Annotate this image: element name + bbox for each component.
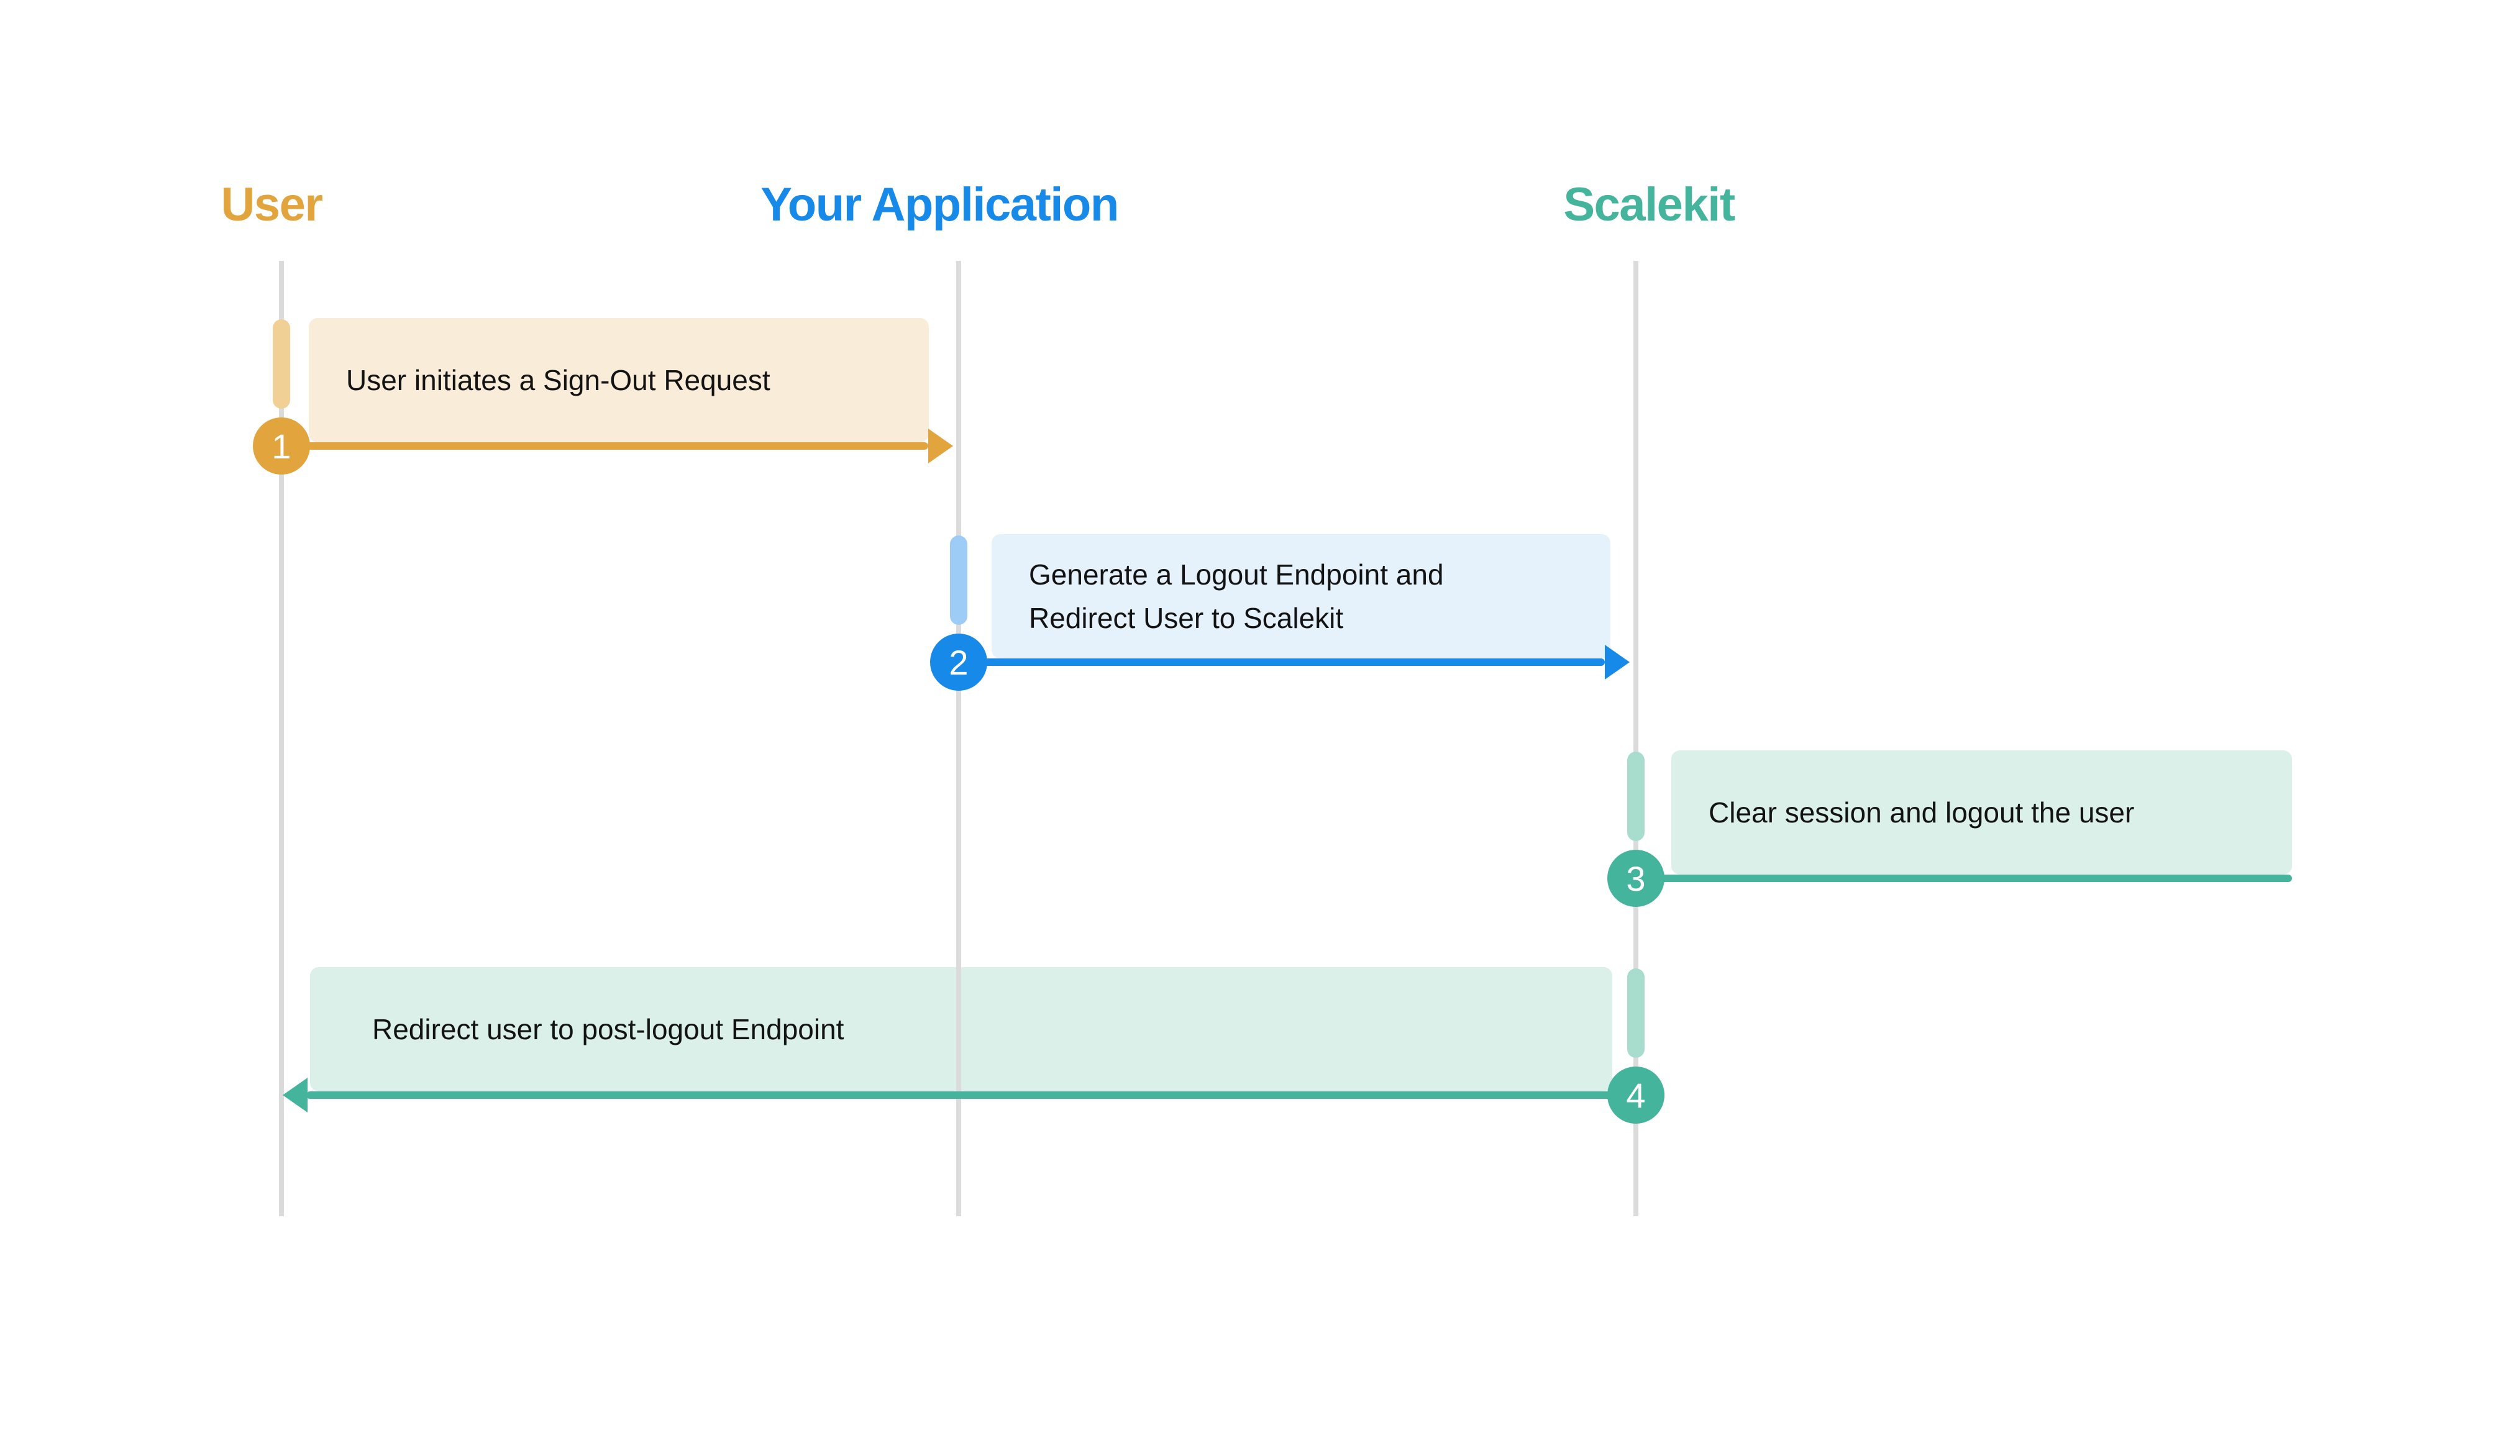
message-box-step1: User initiates a Sign-Out Request xyxy=(309,318,929,442)
message-text-step3: Clear session and logout the user xyxy=(1709,796,2135,829)
actor-label-user: User xyxy=(221,178,324,231)
activation-bar-step2 xyxy=(950,535,967,625)
step-number-badge-1: 1 xyxy=(253,417,310,475)
arrow-step2 xyxy=(959,658,1605,666)
arrowhead-right-step1 xyxy=(928,429,953,463)
self-message-line-step3 xyxy=(1636,875,2292,882)
arrow-step4 xyxy=(306,1091,1636,1099)
message-box-step4: Redirect user to post-logout Endpoint xyxy=(310,967,1612,1091)
message-text-step2-line2: Redirect User to Scalekit xyxy=(1029,602,1344,634)
message-box-step3: Clear session and logout the user xyxy=(1671,750,2292,875)
actor-label-your-application: Your Application xyxy=(760,178,1119,231)
activation-bar-step3 xyxy=(1627,752,1645,841)
step-number-badge-2: 2 xyxy=(930,634,987,691)
step-number-badge-4: 4 xyxy=(1607,1067,1664,1124)
activation-bar-step1 xyxy=(273,319,290,409)
step-number-badge-3: 3 xyxy=(1607,850,1664,907)
arrowhead-right-step2 xyxy=(1605,645,1630,680)
message-text-step4: Redirect user to post-logout Endpoint xyxy=(372,1013,844,1045)
lifeline-scalekit xyxy=(1633,261,1638,1216)
lifeline-user xyxy=(279,261,284,1216)
arrowhead-left-step4 xyxy=(283,1078,308,1112)
message-box-step2: Generate a Logout Endpoint and Redirect … xyxy=(992,534,1610,658)
message-text-step2-line1: Generate a Logout Endpoint and xyxy=(1029,558,1444,591)
message-text-step1: User initiates a Sign-Out Request xyxy=(346,364,770,396)
arrow-step1 xyxy=(281,442,928,450)
actor-label-scalekit: Scalekit xyxy=(1563,178,1735,231)
lifeline-your-application xyxy=(956,261,961,1216)
activation-bar-step4 xyxy=(1627,968,1645,1058)
